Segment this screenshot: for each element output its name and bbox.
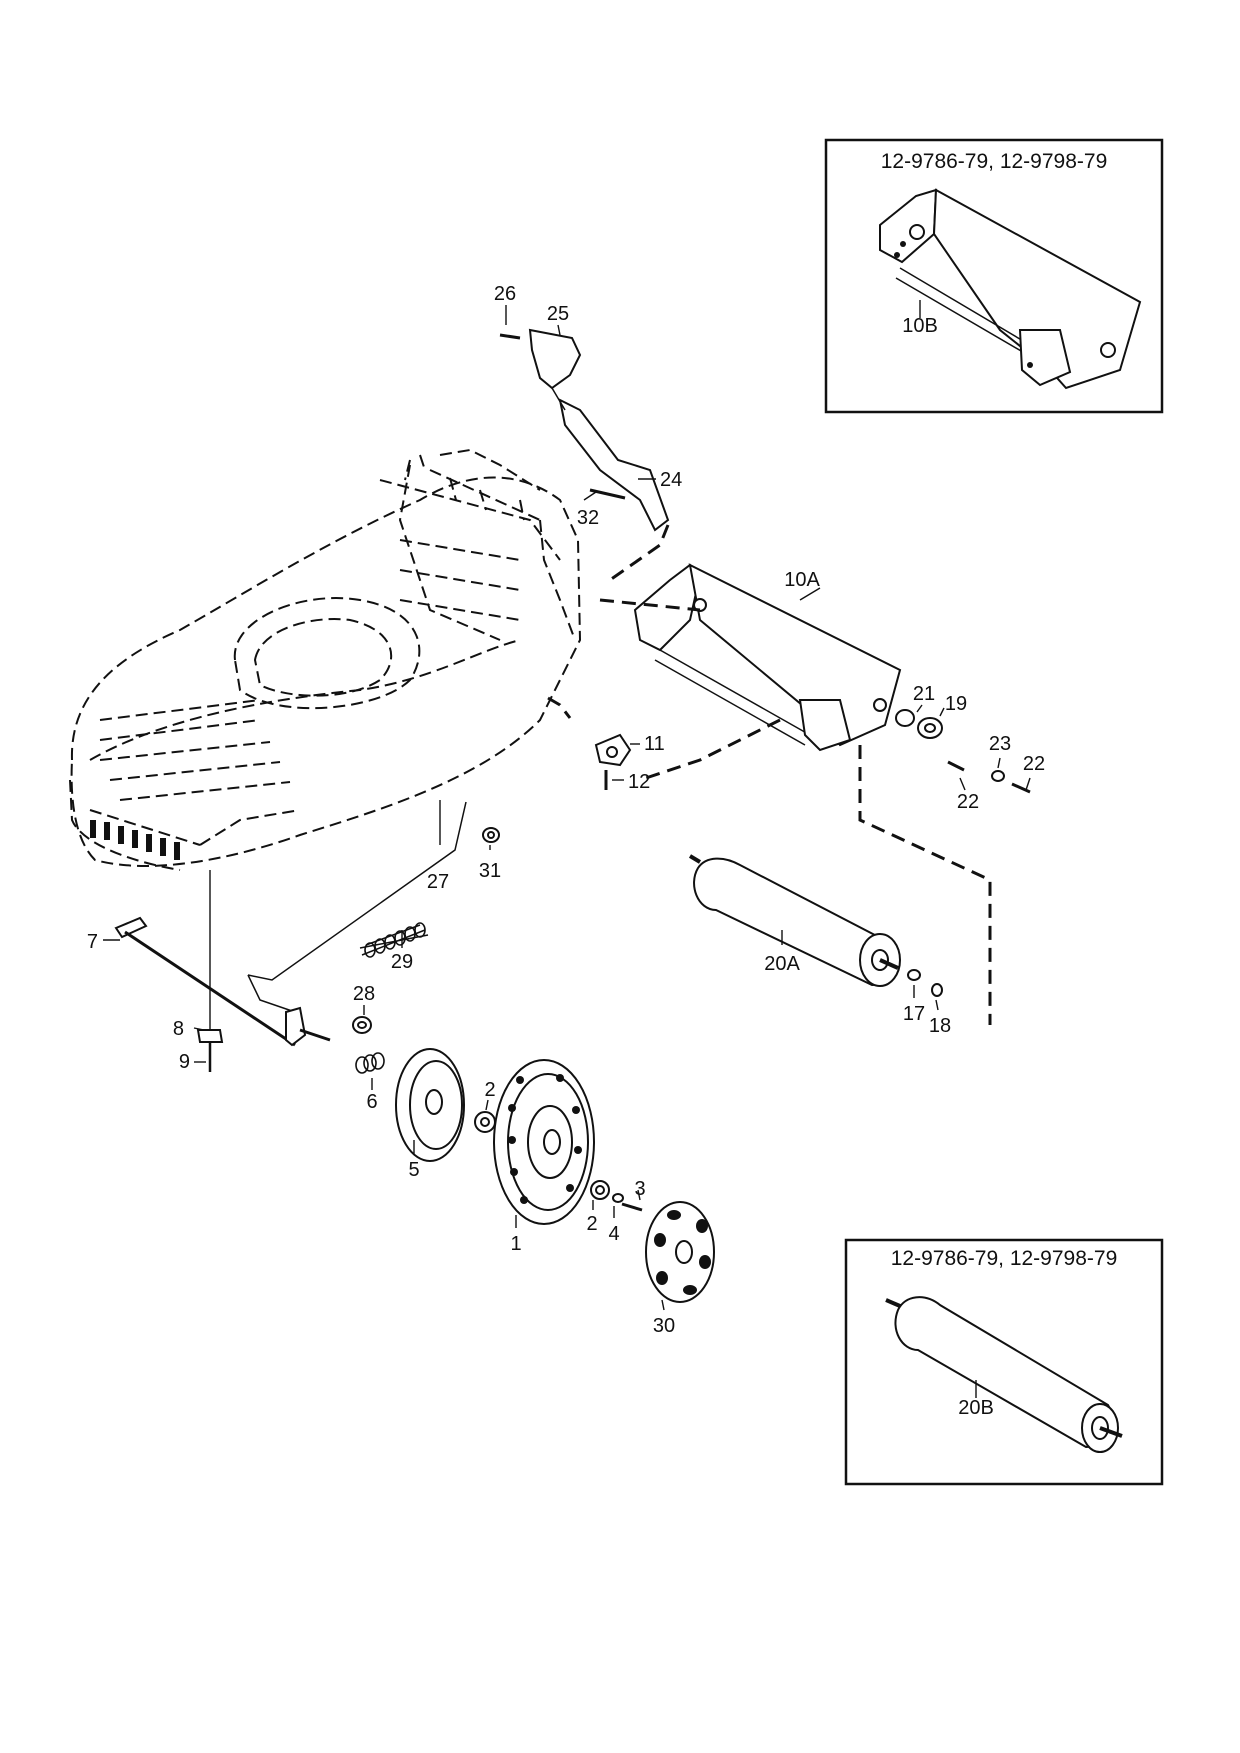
roller-bracket-10a <box>547 563 992 1025</box>
callout-7: 7 <box>87 931 98 953</box>
callout-8: 8 <box>173 1018 184 1040</box>
callout-2a: 2 <box>484 1079 495 1101</box>
callout-3: 3 <box>634 1178 645 1200</box>
callout-10b: 10B <box>902 315 938 337</box>
callout-23: 23 <box>989 733 1011 755</box>
height-lever-24 <box>499 328 670 582</box>
roller-20b <box>885 1296 1123 1453</box>
callout-20a: 20A <box>764 953 800 975</box>
callout-21: 21 <box>913 683 935 705</box>
inset-top: 12-9786-79, 12-9798-79 10B <box>824 138 1164 414</box>
callout-31: 31 <box>479 860 501 882</box>
inset-bottom: 12-9786-79, 12-9798-79 20B <box>844 1238 1164 1486</box>
callouts: 26 25 24 32 10A 11 12 21 19 23 22 22 31 … <box>87 283 1045 1337</box>
callout-25: 25 <box>547 303 569 325</box>
callout-28: 28 <box>353 983 375 1005</box>
callout-10a: 10A <box>784 569 820 591</box>
roller-20a <box>688 854 943 997</box>
callout-4: 4 <box>608 1223 619 1245</box>
callout-32: 32 <box>577 507 599 529</box>
callout-9: 9 <box>179 1051 190 1073</box>
callout-2b: 2 <box>586 1213 597 1235</box>
pivot-11 <box>594 733 632 790</box>
callout-26: 26 <box>494 283 516 305</box>
inset-bottom-title: 12-9786-79, 12-9798-79 <box>891 1247 1118 1270</box>
callout-1: 1 <box>510 1233 521 1255</box>
leader-lines <box>103 305 1031 1311</box>
callout-29: 29 <box>391 951 413 973</box>
bushings-19-23 <box>895 709 1031 794</box>
callout-22b: 22 <box>1023 753 1045 775</box>
callout-27: 27 <box>427 871 449 893</box>
callout-30: 30 <box>653 1315 675 1337</box>
callout-24: 24 <box>660 469 682 491</box>
roller-bracket-10b <box>879 188 1142 390</box>
mower-deck-phantom <box>69 448 582 1035</box>
callout-12: 12 <box>628 771 650 793</box>
callout-19: 19 <box>945 693 967 715</box>
callout-6: 6 <box>366 1091 377 1113</box>
callout-11: 11 <box>644 733 665 755</box>
callout-18: 18 <box>929 1015 951 1037</box>
callout-5: 5 <box>408 1159 419 1181</box>
inset-top-title: 12-9786-79, 12-9798-79 <box>881 150 1108 173</box>
axle-linkage <box>114 801 500 1074</box>
callout-20b: 20B <box>958 1397 994 1419</box>
callout-22a: 22 <box>957 791 979 813</box>
wheel-assembly <box>395 1048 715 1303</box>
callout-17: 17 <box>903 1003 925 1025</box>
